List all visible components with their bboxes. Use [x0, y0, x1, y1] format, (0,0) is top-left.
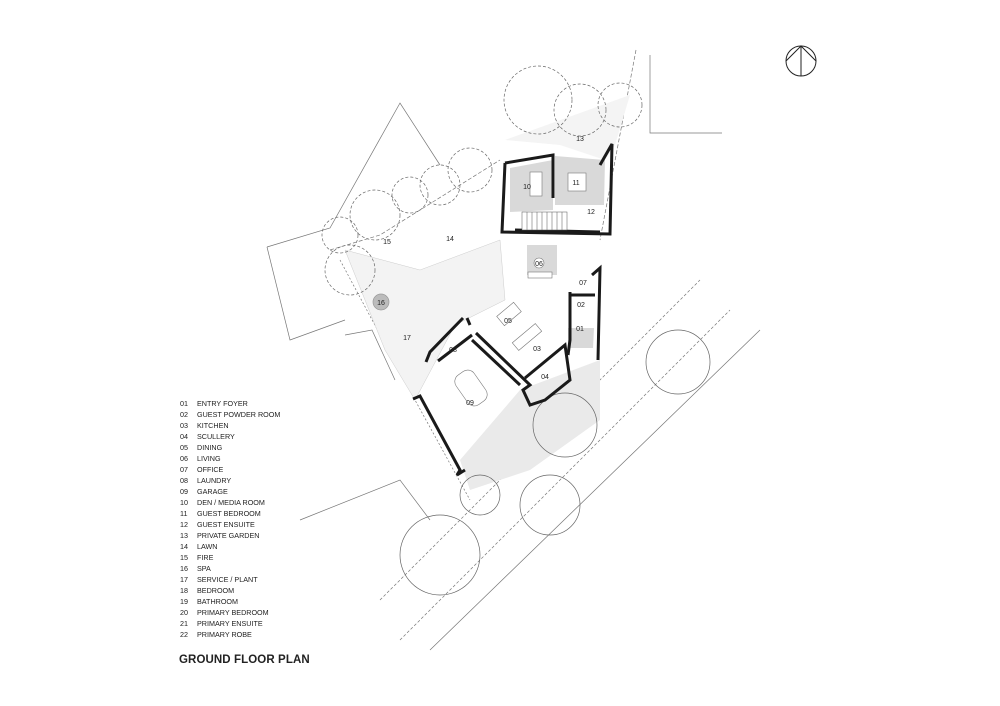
legend-number: 05: [180, 443, 188, 452]
legend-label: LIVING: [197, 454, 221, 463]
legend-number: 03: [180, 421, 188, 430]
legend-item: 18 BEDROOM: [180, 585, 280, 596]
legend-label: SCULLERY: [197, 432, 235, 441]
legend-item: 14 LAWN: [180, 541, 280, 552]
legend-number: 13: [180, 531, 188, 540]
legend-label: PRIVATE GARDEN: [197, 531, 260, 540]
legend-number: 07: [180, 465, 188, 474]
room-tag-11: 11: [572, 180, 579, 187]
legend-number: 14: [180, 542, 188, 551]
room-tag-10: 10: [523, 184, 531, 191]
room-labels: 13 10 11 12 14 15 16 06 07 02 05 01 03 0…: [377, 136, 595, 407]
legend-label: GUEST POWDER ROOM: [197, 410, 281, 419]
room-tag-12: 12: [587, 209, 595, 216]
legend-label: GUEST ENSUITE: [197, 520, 255, 529]
paved-courtyard: [344, 95, 630, 490]
legend-number: 08: [180, 476, 188, 485]
legend-label: BEDROOM: [197, 586, 235, 595]
site-boundary-lines: [266, 49, 761, 651]
room-tag-13: 13: [576, 136, 584, 143]
room-tag-17: 17: [403, 335, 411, 342]
room-legend: 01 ENTRY FOYER 02 GUEST POWDER ROOM 03 KITCHE…: [180, 398, 280, 640]
room-tag-06: 06: [535, 261, 543, 268]
room-tag-02: 02: [577, 302, 585, 309]
legend-item: 16 SPA: [180, 563, 280, 574]
legend-number: 19: [180, 597, 188, 606]
legend-label: FIRE: [197, 553, 214, 562]
legend-number: 21: [180, 619, 188, 628]
legend-item: 01 ENTRY FOYER: [180, 398, 280, 409]
legend-item: 07 OFFICE: [180, 464, 280, 475]
legend-number: 09: [180, 487, 188, 496]
room-tag-08: 08: [449, 347, 457, 354]
room-tag-14: 14: [446, 236, 454, 243]
legend-item: 05 DINING: [180, 442, 280, 453]
legend-label: DEN / MEDIA ROOM: [197, 498, 265, 507]
legend-item: 21 PRIMARY ENSUITE: [180, 618, 280, 629]
room-tag-15: 15: [383, 239, 391, 246]
legend-item: 11 GUEST BEDROOM: [180, 508, 280, 519]
tree-canopies: [321, 65, 711, 596]
room-tag-07: 07: [579, 280, 587, 287]
legend-item: 09 GARAGE: [180, 486, 280, 497]
legend-item: 13 PRIVATE GARDEN: [180, 530, 280, 541]
legend-number: 02: [180, 410, 188, 419]
legend-label: DINING: [197, 443, 223, 452]
legend-label: SPA: [197, 564, 211, 573]
legend-number: 16: [180, 564, 188, 573]
legend-number: 11: [180, 509, 188, 518]
legend-number: 22: [180, 630, 188, 639]
room-tag-04: 04: [541, 374, 549, 381]
room-tag-03: 03: [533, 346, 541, 353]
legend-item: 12 GUEST ENSUITE: [180, 519, 280, 530]
legend-label: OFFICE: [197, 465, 224, 474]
walls: [412, 143, 614, 477]
furniture: [454, 171, 587, 407]
legend-number: 06: [180, 454, 188, 463]
room-tag-01: 01: [576, 326, 584, 333]
legend-label: LAUNDRY: [197, 476, 232, 485]
legend-label: BATHROOM: [197, 597, 238, 606]
legend-number: 12: [180, 520, 188, 529]
legend-number: 20: [180, 608, 188, 617]
legend-label: ENTRY FOYER: [197, 399, 248, 408]
stair: [521, 211, 568, 231]
legend-label: GUEST BEDROOM: [197, 509, 261, 518]
legend-number: 10: [180, 498, 188, 507]
legend-label: SERVICE / PLANT: [197, 575, 258, 584]
legend-number: 01: [180, 399, 188, 408]
legend-item: 03 KITCHEN: [180, 420, 280, 431]
north-arrow-icon: [785, 45, 817, 77]
legend-item: 10 DEN / MEDIA ROOM: [180, 497, 280, 508]
legend-number: 18: [180, 586, 188, 595]
legend-item: 04 SCULLERY: [180, 431, 280, 442]
legend-label: PRIMARY BEDROOM: [197, 608, 269, 617]
legend-item: 08 LAUNDRY: [180, 475, 280, 486]
legend-item: 20 PRIMARY BEDROOM: [180, 607, 280, 618]
room-tag-16: 16: [377, 300, 385, 307]
legend-item: 17 SERVICE / PLANT: [180, 574, 280, 585]
legend-item: 22 PRIMARY ROBE: [180, 629, 280, 640]
legend-label: PRIMARY ROBE: [197, 630, 252, 639]
legend-label: GARAGE: [197, 487, 228, 496]
legend-item: 15 FIRE: [180, 552, 280, 563]
legend-label: KITCHEN: [197, 421, 229, 430]
room-tag-05: 05: [504, 318, 512, 325]
legend-number: 17: [180, 575, 188, 584]
legend-item: 06 LIVING: [180, 453, 280, 464]
room-tag-09: 09: [466, 400, 474, 407]
legend-number: 15: [180, 553, 188, 562]
plan-title: GROUND FLOOR PLAN: [179, 654, 310, 666]
legend-label: LAWN: [197, 542, 218, 551]
legend-number: 04: [180, 432, 188, 441]
legend-item: 19 BATHROOM: [180, 596, 280, 607]
legend-item: 02 GUEST POWDER ROOM: [180, 409, 280, 420]
legend-label: PRIMARY ENSUITE: [197, 619, 263, 628]
